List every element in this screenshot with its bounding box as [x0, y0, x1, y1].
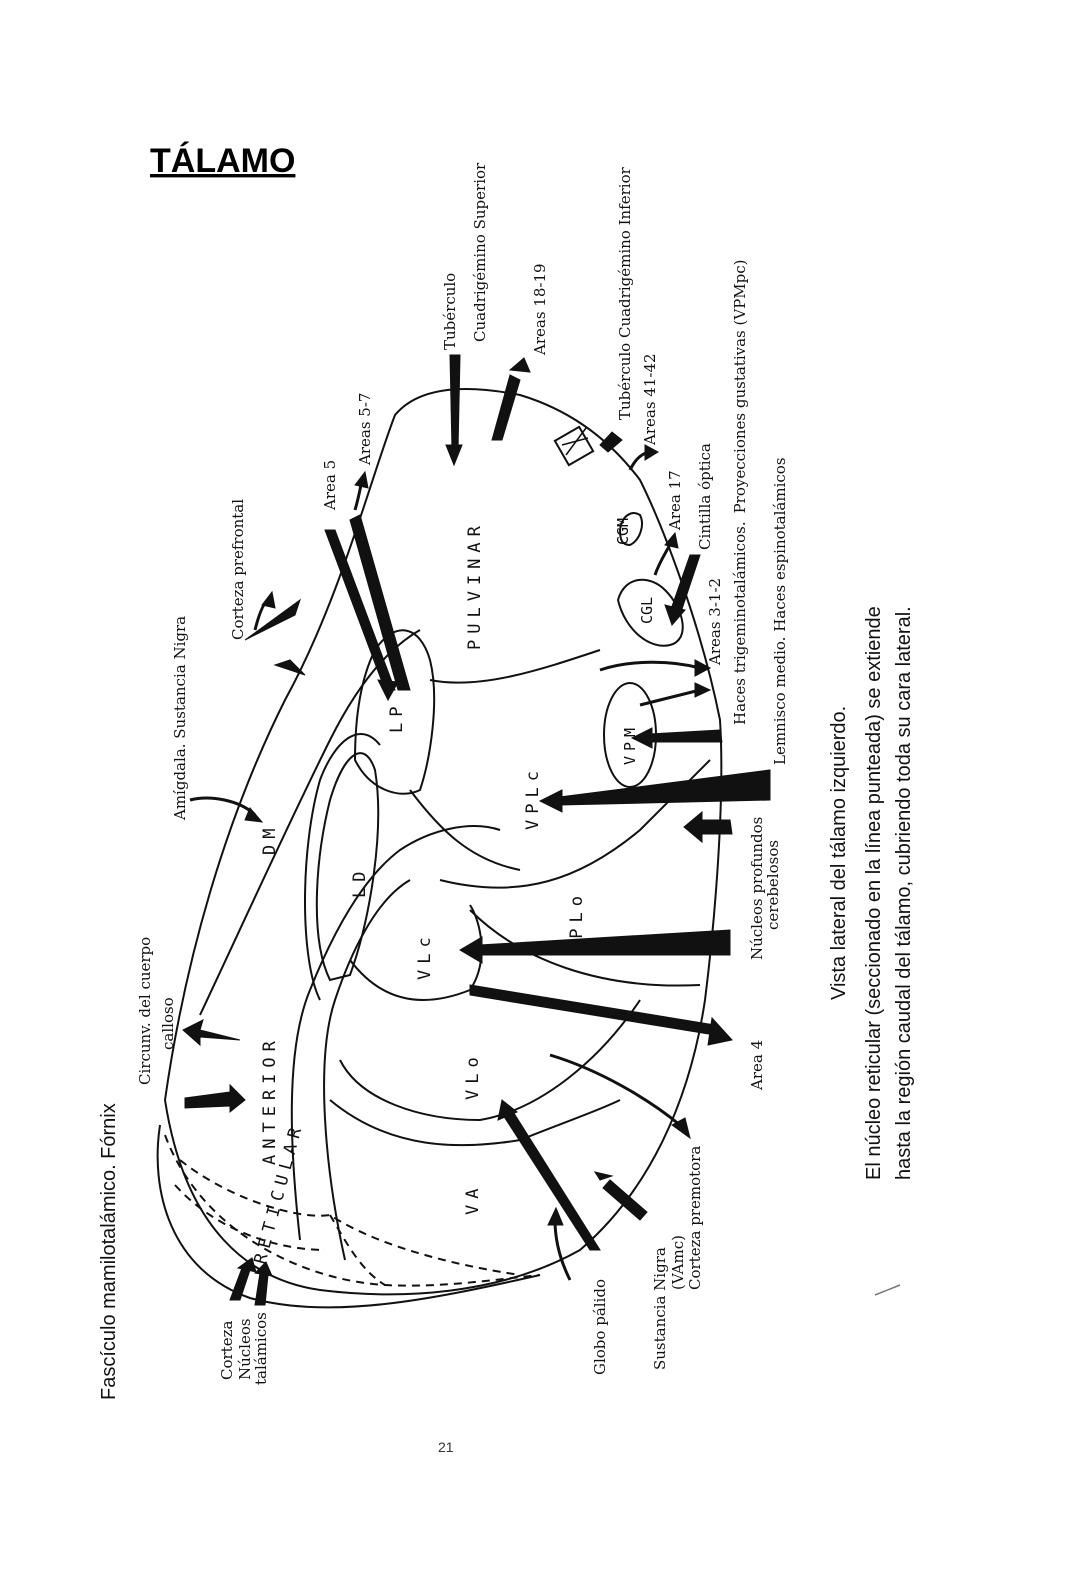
label-cuad-sup: Cuadrigémino Superior [471, 162, 489, 342]
label-calloso: calloso [159, 997, 177, 1050]
label-area17: Area 17 [666, 470, 684, 531]
label-fasciculo: Fascículo mamilotalámico. Fórnix [98, 1103, 120, 1400]
label-globo-palido: Globo pálido [591, 1279, 609, 1375]
label-areas4142: Areas 41-42 [641, 353, 659, 446]
vpl-boundary [440, 760, 710, 888]
vlo-boundary [340, 1000, 640, 1120]
thalamus-outline [165, 389, 721, 1294]
hatched-structure [555, 427, 593, 465]
label-cerebelosos: cerebelosos [764, 840, 782, 930]
reticular-dashed-line-2 [180, 1160, 520, 1275]
label-corteza-premotora: Corteza premotora [686, 1146, 704, 1290]
va-boundary [330, 1100, 620, 1145]
region-anterior: ANTERIOR [260, 1035, 280, 1165]
label-area5: Area 5 [321, 460, 339, 511]
reticular-dashed-line-3 [175, 1185, 325, 1250]
region-cgm: CGM [614, 518, 632, 545]
region-vlc: VLc [415, 931, 435, 980]
pen-mark [875, 1285, 900, 1295]
caption-line3: hasta la región caudal del tálamo, cubri… [893, 606, 915, 1180]
pulvinar-boundary [430, 650, 600, 683]
label-areas57: Areas 5-7 [356, 393, 374, 466]
label-tuberculo: Tubérculo [441, 273, 459, 350]
region-vpm: VPM [621, 723, 639, 765]
region-dm: DM [260, 823, 280, 855]
region-vlo: VLo [463, 1051, 483, 1100]
caption-line2: El núcleo reticular (seccionado en la lí… [863, 606, 885, 1180]
label-corteza: Corteza [218, 1321, 236, 1380]
label-haces-trig: Haces trigeminotalámicos.Proyecciones gu… [731, 259, 749, 725]
region-pulvinar: PULVINAR [465, 520, 485, 650]
vplc-boundary [410, 790, 520, 870]
region-lp: LP [387, 701, 407, 733]
region-vplo: VPLo [567, 890, 587, 955]
region-vplc: VPLc [523, 765, 543, 830]
label-areas1819: Areas 18-19 [531, 263, 549, 356]
label-talamicos: talámicos [252, 1312, 270, 1385]
internal-lamina-2 [324, 880, 410, 1260]
label-amigdala: Amígdala. Sustancia Nigra [171, 616, 189, 821]
reticular-dashed-line [165, 1135, 540, 1286]
label-circunv: Circunv. del cuerpo [136, 937, 154, 1085]
internal-lamina [292, 826, 500, 1240]
label-sustancia-nigra: Sustancia Nigra [651, 1247, 669, 1370]
region-va: VA [463, 1183, 483, 1215]
label-tub-cuad-inf: Tubérculo Cuadrigémino Inferior [616, 166, 634, 420]
region-ld: LD [350, 866, 370, 898]
label-area4: Area 4 [748, 1040, 766, 1091]
label-cintilla: Cintilla óptica [696, 443, 714, 550]
page-title: TÁLAMO [150, 142, 295, 180]
page-number: 21 [438, 1439, 454, 1455]
label-areas312: Areas 3-1-2 [706, 578, 724, 666]
label-corteza-prefrontal: Corteza prefrontal [229, 499, 247, 640]
region-cgl: CGL [638, 597, 656, 624]
label-lemnisco: Lemnisco medio. Haces espinotalámicos [771, 457, 789, 765]
caption-line1: Vista lateral del tálamo izquierdo. [828, 706, 850, 1000]
label-vamc: (VAmc) [669, 1235, 687, 1290]
